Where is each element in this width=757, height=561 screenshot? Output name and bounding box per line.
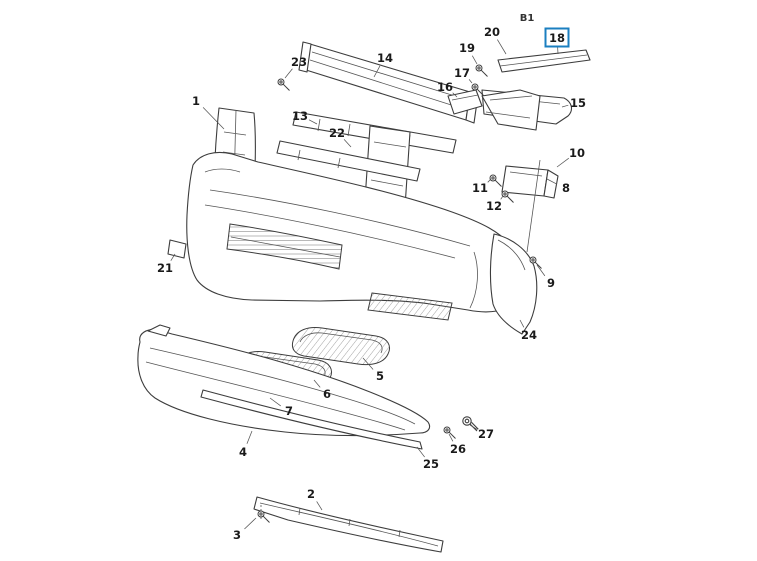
callout-leader-line	[469, 424, 478, 430]
callout-label-15[interactable]: 15	[570, 96, 586, 110]
callout-leader-line	[362, 357, 374, 370]
callout-label-4[interactable]: 4	[239, 445, 247, 459]
callout-label-19[interactable]: 19	[459, 41, 475, 55]
callout-14[interactable]: 14	[373, 51, 393, 78]
callout-3[interactable]: 3	[233, 517, 257, 542]
callout-15[interactable]: 15	[561, 96, 586, 110]
callout-leader-line	[561, 104, 569, 108]
callout-leader-line	[416, 446, 425, 458]
callout-label-10[interactable]: 10	[569, 146, 585, 160]
callout-label-1[interactable]: 1	[192, 94, 200, 108]
part-lower-molding	[200, 389, 423, 450]
callout-label-6[interactable]: 6	[323, 387, 331, 401]
callout-label-24[interactable]: 24	[521, 328, 537, 342]
callout-4[interactable]: 4	[239, 430, 253, 459]
callout-24[interactable]: 24	[519, 319, 537, 342]
part-clip	[167, 239, 187, 259]
callout-leader-line	[497, 39, 507, 55]
callout-10[interactable]: 10	[556, 146, 585, 168]
callout-1[interactable]: 1	[192, 94, 225, 130]
callout-25[interactable]: 25	[416, 446, 439, 471]
callout-leader-line	[487, 178, 492, 183]
callout-17[interactable]: 17	[454, 66, 473, 84]
callout-label-16[interactable]: 16	[437, 80, 453, 94]
callout-label-21[interactable]: 21	[157, 261, 173, 275]
screw-icon	[277, 78, 290, 91]
callout-2[interactable]: 2	[307, 487, 323, 511]
callout-8[interactable]: 8	[546, 178, 570, 195]
highlight-box	[544, 27, 570, 48]
callout-20[interactable]: 20	[484, 25, 507, 55]
callout-22[interactable]: 22	[329, 126, 352, 148]
callout-label-8[interactable]: 8	[562, 181, 570, 195]
screw-icon	[443, 426, 456, 439]
callout-leader-line	[202, 107, 225, 130]
part-side-mount-bracket	[501, 159, 559, 253]
callout-6[interactable]: 6	[313, 379, 331, 401]
callout-leader-line	[519, 319, 525, 328]
part-bumper-fascia	[186, 151, 522, 321]
callout-label-18[interactable]: 18	[549, 31, 565, 45]
callout-label-9[interactable]: 9	[547, 276, 555, 290]
callout-23[interactable]: 23	[284, 55, 307, 79]
callout-leader-line	[500, 195, 504, 200]
callout-leader-line	[313, 379, 321, 388]
callout-leader-line	[316, 501, 323, 511]
callout-leader-line	[536, 264, 546, 277]
callout-26[interactable]: 26	[448, 433, 466, 456]
callout-label-27[interactable]: 27	[478, 427, 494, 441]
callout-27[interactable]: 27	[469, 424, 494, 441]
part-small-bracket	[447, 89, 541, 131]
callout-leader-line	[448, 433, 454, 442]
callout-label-14[interactable]: 14	[377, 51, 393, 65]
callout-18[interactable]: 18	[544, 27, 570, 55]
callout-leader-line	[244, 517, 257, 530]
callout-label-5[interactable]: 5	[376, 369, 384, 383]
callout-label-20[interactable]: 20	[484, 25, 500, 39]
part-corner-closeout	[489, 233, 538, 335]
part-grille-insert-upper	[291, 327, 390, 366]
callout-16[interactable]: 16	[437, 80, 458, 98]
callout-label-13[interactable]: 13	[292, 109, 308, 123]
callout-21[interactable]: 21	[157, 253, 176, 275]
callout-leader-line	[269, 397, 281, 407]
callout-label-2[interactable]: 2	[307, 487, 315, 501]
callout-7[interactable]: 7	[269, 397, 293, 418]
callout-19[interactable]: 19	[459, 41, 478, 65]
screw-icon	[489, 174, 502, 187]
callout-leader-line	[452, 92, 458, 98]
callout-leader-line	[373, 65, 381, 78]
callout-leader-line	[546, 178, 558, 185]
callout-label-3[interactable]: 3	[233, 528, 241, 542]
callout-5[interactable]: 5	[362, 357, 384, 383]
callout-leader-line	[556, 157, 570, 168]
callout-label-23[interactable]: 23	[291, 55, 307, 69]
page-label: B1	[520, 13, 535, 24]
callout-leader-line	[284, 68, 293, 79]
callout-label-22[interactable]: 22	[329, 126, 345, 140]
callout-12[interactable]: 12	[486, 195, 504, 213]
part-lower-valance	[253, 496, 444, 553]
callout-label-26[interactable]: 26	[450, 442, 466, 456]
callout-leader-line	[471, 55, 478, 65]
callout-leader-line	[468, 79, 473, 84]
callout-9[interactable]: 9	[536, 264, 555, 290]
callout-11[interactable]: 11	[472, 178, 492, 195]
callout-leader-line	[343, 139, 352, 148]
callout-label-11[interactable]: 11	[472, 181, 488, 195]
callout-leader-line	[170, 253, 176, 261]
callout-label-7[interactable]: 7	[285, 404, 293, 418]
callout-leader-line	[308, 119, 318, 125]
part-rail-bracket-upper	[497, 49, 591, 73]
part-front-spoiler	[137, 324, 431, 437]
part-impact-bar	[298, 41, 479, 124]
callout-label-25[interactable]: 25	[423, 457, 439, 471]
callout-label-17[interactable]: 17	[454, 66, 470, 80]
callouts-layer: 1234567891011121314151617181920212223242…	[157, 25, 586, 542]
callout-leader-line	[246, 430, 253, 444]
screw-icon	[475, 64, 488, 77]
callout-13[interactable]: 13	[292, 109, 318, 125]
callout-label-12[interactable]: 12	[486, 199, 502, 213]
